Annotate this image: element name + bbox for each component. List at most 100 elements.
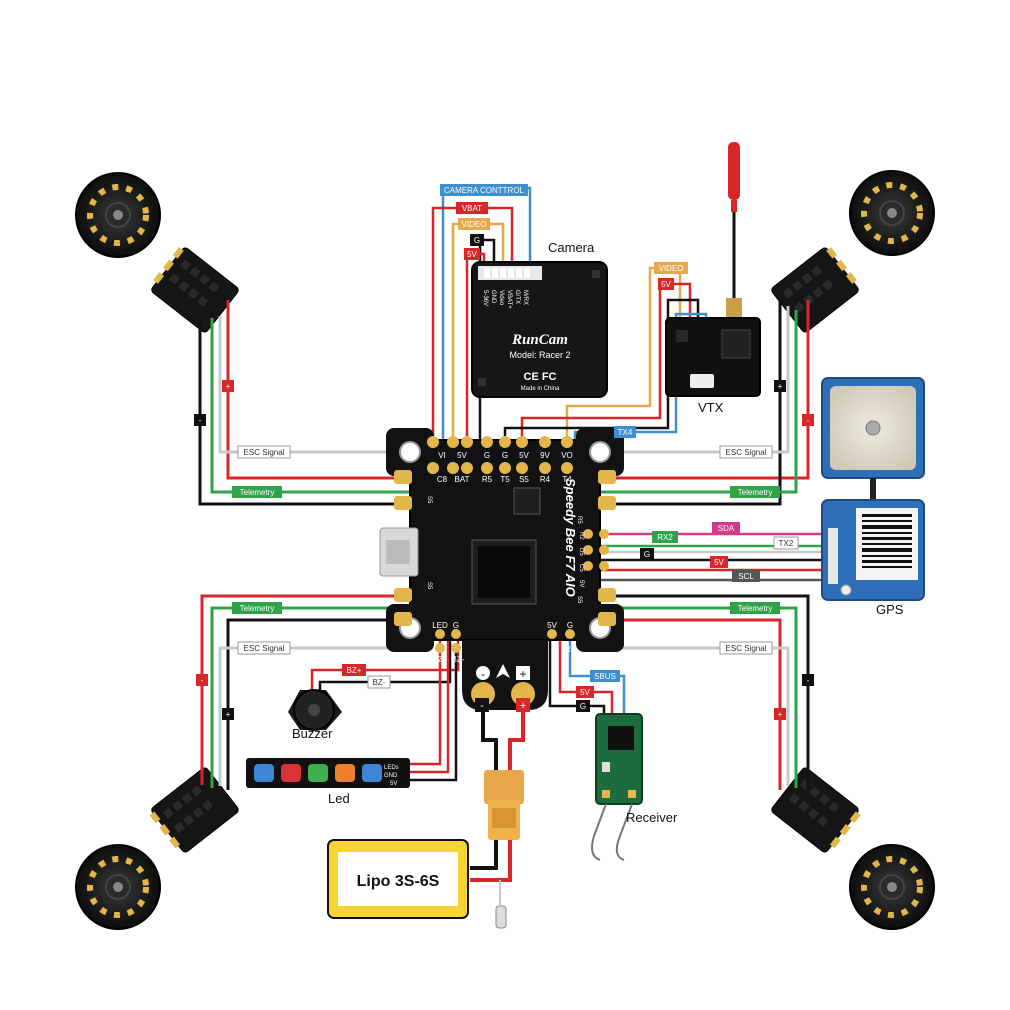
camera-cert: CE FC <box>524 371 557 383</box>
battery <box>327 839 469 919</box>
tag-esc-signal-rl: ESC Signal <box>237 641 291 655</box>
wires-front-left-esc <box>198 300 430 506</box>
fc-pin-right-4: S5 <box>576 596 582 604</box>
tag-esc-signal-rr-text: ESC Signal <box>726 644 767 653</box>
tag-g-gps-text: G <box>644 550 650 559</box>
tag-minus-rl: - <box>196 674 208 686</box>
battery-plus-label: + <box>520 700 526 712</box>
tag-minus-fl-text: - <box>199 416 202 425</box>
tag-plus-rr: + <box>774 708 786 720</box>
wires-buzzer-led <box>310 640 460 782</box>
fc-pin-top-0: VI <box>438 451 446 460</box>
fc-pin-right-2: C5 <box>578 564 584 572</box>
camera-pin-5: M/RX <box>522 290 528 305</box>
led-pin-0: LEDs <box>384 765 399 771</box>
led-label: Led <box>328 791 350 806</box>
battery-minus-label: - <box>480 700 484 712</box>
led-pin-1: GND <box>384 773 398 779</box>
tag-esc-signal-fl: ESC Signal <box>237 445 291 459</box>
tag-tx4: TX4 <box>614 426 636 438</box>
fc-pin-br-2: R1 <box>565 645 576 654</box>
tag-tx4-text: TX4 <box>618 428 633 437</box>
tag-scl: SCL <box>732 570 760 582</box>
fc-pin-bl-1: G <box>453 621 459 630</box>
tag-minus-rl-text: - <box>201 676 204 685</box>
fc-pin-right-1: D5 <box>578 548 584 556</box>
tag-rx2: RX2 <box>652 531 678 543</box>
tag-esc-signal-fr: ESC Signal <box>719 445 773 459</box>
camera-model: Model: Racer 2 <box>509 350 570 360</box>
camera-brand: RunCam <box>511 332 568 348</box>
camera-pin-3: VBAT+ <box>506 290 512 309</box>
tag-sbus-text: SBUS <box>594 672 616 681</box>
fc-pin-br-0: 5V <box>547 621 557 630</box>
tag-bz-plus-text: BZ+ <box>347 666 362 675</box>
tag-plus-rl-text: + <box>226 710 231 719</box>
tag-g-receiver: G <box>576 700 590 712</box>
tag-telemetry-fr-text: Telemetry <box>738 488 773 497</box>
fc-pin-top2-2: R5 <box>482 475 493 484</box>
tag-esc-signal-fl-text: ESC Signal <box>244 448 285 457</box>
led-3 <box>335 764 355 782</box>
tag-plus-fl-text: + <box>226 382 231 391</box>
fc-pin-top2-1: BAT <box>455 475 470 484</box>
fc-pin-top-3: G <box>502 451 508 460</box>
fc-pin-top2-4: S5 <box>519 475 529 484</box>
tag-g-camera-text: G <box>474 236 480 245</box>
tag-esc-signal-rl-text: ESC Signal <box>244 644 285 653</box>
camera-label: Camera <box>548 240 595 255</box>
tag-minus-fl: - <box>194 414 206 426</box>
led-strip: LEDs GND 5V <box>246 758 410 788</box>
wires-rear-right-esc <box>580 594 810 790</box>
tag-video-vtx-text: VIDEO <box>659 264 684 273</box>
tag-telemetry-rl-text: Telemetry <box>240 604 275 613</box>
tag-vbat-text: VBAT <box>462 204 482 213</box>
led-1 <box>281 764 301 782</box>
battery-label: Lipo 3S-6S <box>357 873 440 890</box>
battery-connector <box>484 770 524 929</box>
fc-pin-top-4: 5V <box>519 451 529 460</box>
tag-g-receiver-text: G <box>580 702 586 711</box>
tag-plus-fl: + <box>222 380 234 392</box>
tag-5v-vtx: 5V <box>658 278 674 290</box>
fc-pins-right: R5 R2 D5 C5 5V S5 S5 S5 <box>426 496 584 604</box>
buzzer <box>288 689 342 731</box>
motor-front-right <box>849 170 935 256</box>
fc-pin-right-5: R5 <box>576 516 582 524</box>
esc-rear-left <box>149 767 239 853</box>
tag-g-camera: G <box>470 234 484 246</box>
motor-rear-right <box>849 844 935 930</box>
camera-pin-4: G/TX <box>514 290 520 304</box>
fc-pin-br-1: G <box>567 621 573 630</box>
tag-bz-minus: BZ- <box>367 675 391 689</box>
tag-plus-fr-text: + <box>778 382 783 391</box>
tag-minus-fr: - <box>802 414 814 426</box>
tag-esc-signal-rr: ESC Signal <box>719 641 773 655</box>
fc-side-pad-label-2: S5 <box>426 582 432 590</box>
tag-telemetry-fl: Telemetry <box>232 486 282 498</box>
tag-5v-camera-text: 5V <box>467 250 477 259</box>
tag-5v-receiver: 5V <box>576 686 594 698</box>
receiver-label: Receiver <box>626 810 678 825</box>
fc-name: Speedy Bee F7 AIO <box>563 478 578 597</box>
tag-5v-gps: 5V <box>710 556 728 568</box>
fc-pins-bottom: LED G BZ+ BZ- 5V G R1 <box>432 621 575 664</box>
esc-front-right <box>771 247 859 333</box>
tag-5v-gps-text: 5V <box>714 558 724 567</box>
tag-sda-text: SDA <box>718 524 735 533</box>
tag-plus-rr-text: + <box>778 710 783 719</box>
fc-pin-top-1: 5V <box>457 451 467 460</box>
fc-pin-bl-0: LED <box>432 621 448 630</box>
esc-front-left <box>151 247 239 333</box>
tag-sda: SDA <box>712 522 740 534</box>
fc-pin-bl-3: BZ- <box>452 655 465 664</box>
tag-video-camera: VIDEO <box>458 218 490 230</box>
tag-video-vtx: VIDEO <box>654 262 688 274</box>
led-pin-2: 5V <box>390 781 397 787</box>
wires-rear-left-esc <box>200 594 430 790</box>
motor-front-left <box>75 172 161 258</box>
camera-made: Made in China <box>521 386 560 392</box>
tag-camera-control: CAMERA CONTTROL <box>440 184 528 196</box>
wires-front-right-esc <box>580 300 810 506</box>
fc-plus-symbol: + <box>519 667 526 681</box>
